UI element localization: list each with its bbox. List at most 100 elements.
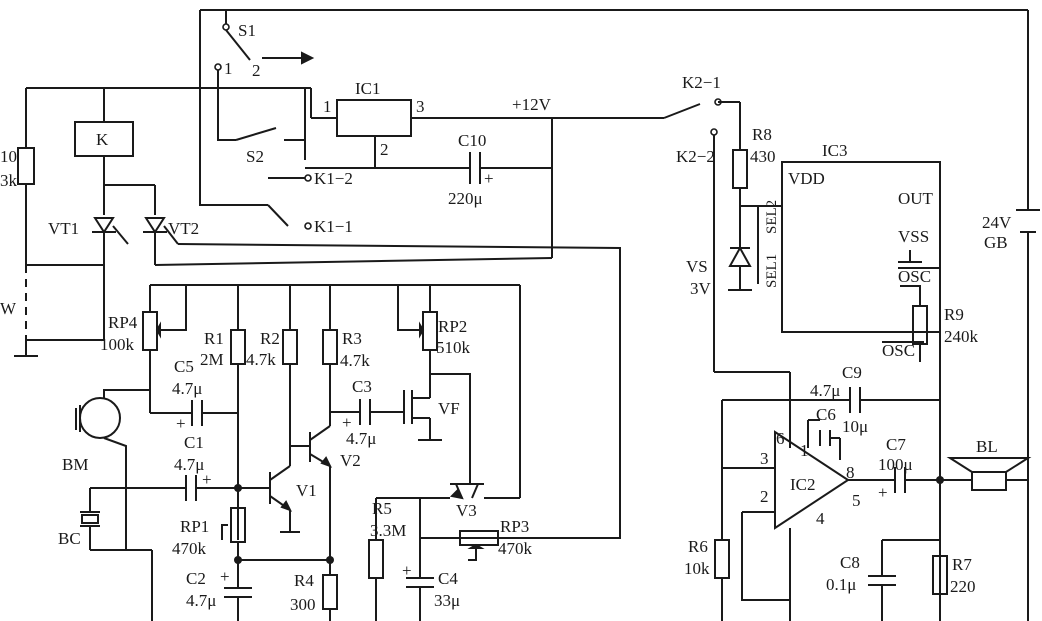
C3-value: 4.7μ xyxy=(346,429,376,448)
C2-plus: + xyxy=(220,567,230,586)
R8-label: R8 xyxy=(752,125,772,144)
battery-voltage: 24V xyxy=(982,213,1012,232)
resistor-R3: R3 4.7k xyxy=(322,285,370,412)
C5-value: 4.7μ xyxy=(172,379,202,398)
C7-label: C7 xyxy=(886,435,906,454)
RP1-label: RP1 xyxy=(180,517,209,536)
R2-value: 4.7k xyxy=(246,350,276,369)
K1-2-label: K1−2 xyxy=(314,169,353,188)
C3-label: C3 xyxy=(352,377,372,396)
VF-label: VF xyxy=(438,399,460,418)
resistor-R5: R5 3.3M xyxy=(368,498,406,621)
BM-label: BM xyxy=(62,455,88,474)
R3-label: R3 xyxy=(342,329,362,348)
IC2-pin8: 8 xyxy=(846,463,855,482)
switch-S2: S2 xyxy=(235,88,306,166)
IC2-pin4: 4 xyxy=(816,509,825,528)
R1-value: 2M xyxy=(200,350,224,369)
VS-value: 3V xyxy=(690,279,712,298)
piezo-BC: BC xyxy=(58,488,153,621)
resistor-R1: R1 2M xyxy=(200,285,246,508)
C6-value: 10μ xyxy=(842,417,868,436)
capacitor-C3: C3 4.7μ + xyxy=(330,377,404,448)
C1-plus: + xyxy=(202,470,212,489)
C4-value: 33μ xyxy=(434,591,460,610)
C7-plus: + xyxy=(878,483,888,502)
capacitor-C2: C2 4.7μ + xyxy=(186,560,252,621)
relay-K-and-triacs: 10 3k K VT1 VT2 W xyxy=(0,88,621,539)
capacitor-C9: C9 4.7μ xyxy=(722,363,940,413)
R3-value: 4.7k xyxy=(340,351,370,370)
relay-contacts-K1: K1−2 K1−1 xyxy=(267,169,353,236)
capacitor-C6: C6 10μ xyxy=(807,405,868,460)
RP1-value: 470k xyxy=(172,539,207,558)
resistor-R6: R6 10k xyxy=(684,537,730,621)
relay-contacts-K2: K2−1 K2−2 xyxy=(663,73,791,448)
IC1-regulator: IC1 1 2 3 +12V xyxy=(26,79,664,168)
R4-label: R4 xyxy=(294,571,314,590)
C4-plus: + xyxy=(402,561,412,580)
R10-label: 10 xyxy=(0,147,17,166)
fet-VF: VF xyxy=(403,373,471,480)
plus-12v-label: +12V xyxy=(512,95,552,114)
K1-1-label: K1−1 xyxy=(314,217,353,236)
capacitor-C1: C1 4.7μ + xyxy=(90,433,270,501)
R2-label: R2 xyxy=(260,329,280,348)
C6-label: C6 xyxy=(816,405,836,424)
IC2-pin5: 5 xyxy=(852,491,861,510)
IC1-pin3: 3 xyxy=(416,97,425,116)
resistor-R4: R4 300 xyxy=(290,571,338,621)
RP3-label: RP3 xyxy=(500,517,529,536)
microphone-BM: BM xyxy=(62,389,152,551)
transistor-V1: V1 xyxy=(269,446,317,533)
C10-plus: + xyxy=(484,169,494,188)
R5-value: 3.3M xyxy=(370,521,406,540)
C8-value: 0.1μ xyxy=(826,575,856,594)
capacitor-C5: C5 4.7μ + xyxy=(150,357,238,433)
S1-label: S1 xyxy=(238,21,256,40)
K2-2-label: K2−2 xyxy=(676,147,715,166)
top-bus-wires xyxy=(199,9,1029,621)
speaker-BL: BL xyxy=(946,437,1032,491)
R4-value: 300 xyxy=(290,595,316,614)
VS-label: VS xyxy=(686,257,708,276)
IC3-chip: IC3 VDD OUT SEL2 SEL1 VSS OSC OSC xyxy=(764,141,941,621)
C1-label: C1 xyxy=(184,433,204,452)
potentiometer-RP2: RP2 510k xyxy=(397,285,471,374)
C7-value: 100μ xyxy=(878,455,913,474)
C9-value: 4.7μ xyxy=(810,381,840,400)
transistor-V3: V3 xyxy=(376,480,484,520)
C5-label: C5 xyxy=(174,357,194,376)
IC3-OSC2: OSC xyxy=(882,341,915,360)
IC3-SEL1: SEL1 xyxy=(764,254,780,288)
IC1-label: IC1 xyxy=(355,79,381,98)
RP2-value: 510k xyxy=(436,338,471,357)
relay-K-label: K xyxy=(96,130,109,149)
R10-value: 3k xyxy=(0,171,18,190)
IC3-OUT: OUT xyxy=(898,189,934,208)
IC1-pin1: 1 xyxy=(323,97,332,116)
R1-label: R1 xyxy=(204,329,224,348)
C1-value: 4.7μ xyxy=(174,455,204,474)
V1-label: V1 xyxy=(296,481,317,500)
IC2-pin6: 6 xyxy=(776,429,785,448)
W-label: W xyxy=(0,299,17,318)
resistor-R8-and-zener: R8 430 VS 3V xyxy=(686,102,782,298)
VT2-label: VT2 xyxy=(168,219,199,238)
potentiometer-RP1: RP1 470k xyxy=(172,507,334,564)
R9-value: 240k xyxy=(944,327,979,346)
C10-label: C10 xyxy=(458,131,486,150)
RP2-label: RP2 xyxy=(438,317,467,336)
C9-label: C9 xyxy=(842,363,862,382)
resistor-R7: R7 220 xyxy=(932,555,976,621)
battery-GB: 24V GB xyxy=(982,209,1040,252)
S1-pos1-label: 1 xyxy=(224,59,233,78)
R7-value: 220 xyxy=(950,577,976,596)
IC2-pin3: 3 xyxy=(760,449,769,468)
IC3-OSC1: OSC xyxy=(898,267,931,286)
amplifier-IC2: IC2 6 1 3 8 2 5 4 xyxy=(721,400,895,621)
switch-S1: S1 1 2 xyxy=(214,10,315,141)
R7-label: R7 xyxy=(952,555,972,574)
amplifier-top-rail xyxy=(150,284,521,499)
